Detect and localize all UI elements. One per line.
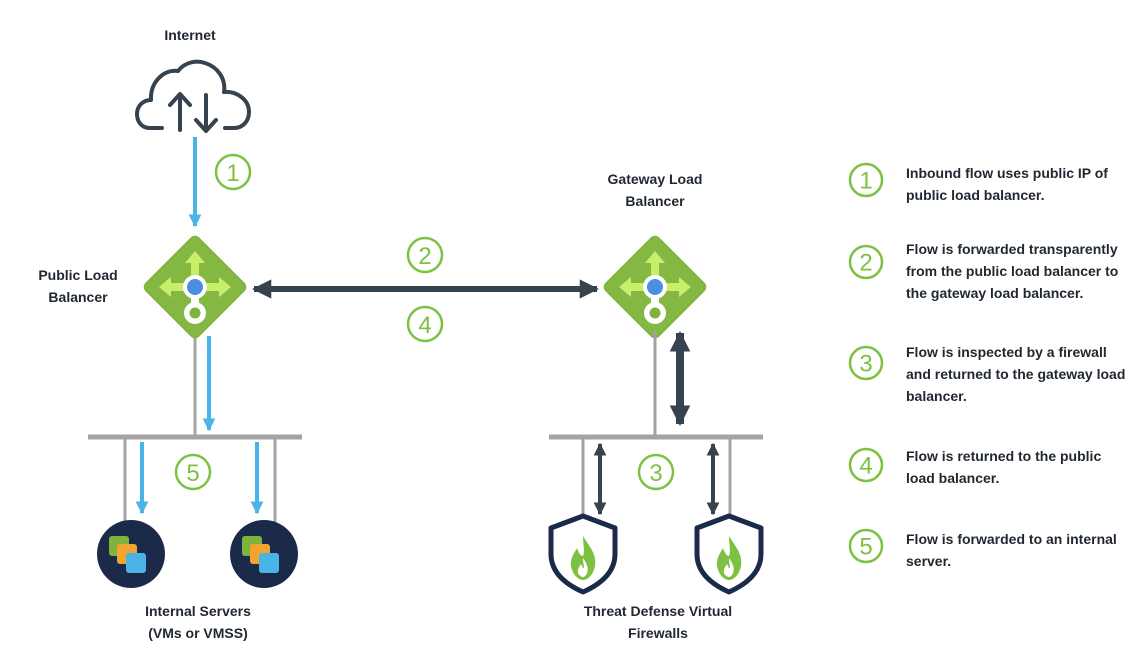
legend-badge-2: 2 (848, 244, 884, 280)
step-3-number: 3 (649, 460, 662, 487)
legend-badge-4: 4 (848, 447, 884, 483)
legend-item-2: 2 Flow is forwarded transparently from t… (848, 240, 1135, 310)
legend-text-5: Flow is forwarded to an internal server. (906, 531, 1117, 569)
internal-server-2-icon (230, 520, 298, 588)
legend-text-4: Flow is returned to the public load bala… (906, 448, 1102, 486)
internet-label: Internet (164, 27, 216, 43)
legend-badge-5: 5 (848, 528, 884, 564)
legend-item-3: 3 Flow is inspected by a firewall and re… (848, 344, 1135, 415)
legend-badge-3: 3 (848, 345, 884, 381)
legend-text-3: Flow is inspected by a firewall and retu… (906, 344, 1126, 404)
legend-text-1: Inbound flow uses public IP of public lo… (906, 165, 1108, 203)
step-1-marker: 1 (214, 153, 252, 191)
public-lb-label: Public Load Balancer (38, 267, 118, 305)
legend-item-4: 4 Flow is returned to the public load ba… (848, 447, 1135, 517)
step-2-marker: 2 (406, 236, 444, 274)
internal-server-1-icon (97, 520, 165, 588)
gateway-lb-label: Gateway Load Balancer (607, 171, 703, 209)
public-load-balancer-icon (140, 232, 250, 342)
legend-item-1: 1 Inbound flow uses public IP of public … (848, 162, 1135, 232)
firewall-1-icon (551, 516, 615, 592)
step-5-number: 5 (186, 460, 199, 487)
internal-servers-label: Internal Servers (VMs or VMSS) (145, 603, 251, 641)
step-1-number: 1 (226, 160, 239, 187)
firewall-2-icon (697, 516, 761, 592)
step-2-number: 2 (418, 243, 431, 270)
legend-badge-1: 1 (848, 162, 884, 198)
step-3-marker: 3 (637, 453, 675, 491)
legend-number-2: 2 (859, 250, 872, 277)
legend-number-4: 4 (859, 453, 872, 480)
legend-number-3: 3 (859, 351, 872, 378)
firewalls-label: Threat Defense Virtual Firewalls (583, 603, 733, 641)
step-4-marker: 4 (406, 305, 444, 343)
cloud-icon (135, 59, 251, 133)
legend-number-5: 5 (859, 534, 872, 561)
gateway-load-balancer-icon (600, 232, 710, 342)
legend-text-2: Flow is forwarded transparently from the… (906, 241, 1119, 301)
legend-number-1: 1 (859, 168, 872, 195)
step-4-number: 4 (418, 312, 431, 339)
step-5-marker: 5 (174, 453, 212, 491)
legend-item-5: 5 Flow is forwarded to an internal serve… (848, 528, 1135, 598)
